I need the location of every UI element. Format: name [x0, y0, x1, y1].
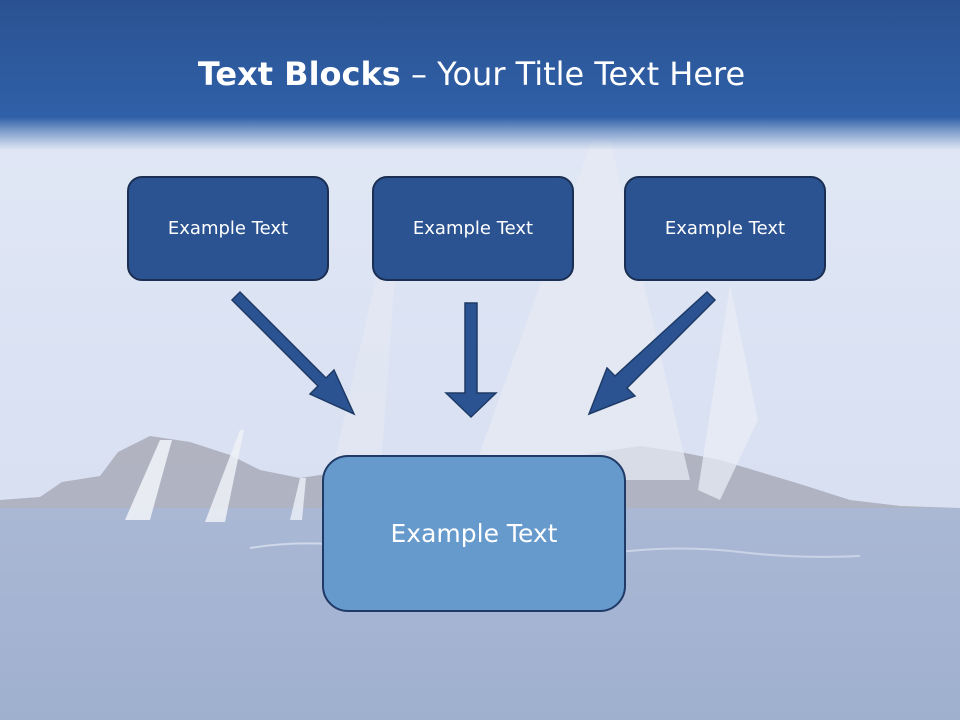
title-bar	[0, 0, 960, 150]
arrow-center-down	[444, 302, 498, 419]
slide-title: Text Blocks – Your Title Text Here	[0, 52, 943, 96]
text-block-target[interactable]: Example Text	[322, 455, 626, 612]
text-block-right-label: Example Text	[664, 218, 786, 239]
text-block-left[interactable]: Example Text	[127, 176, 329, 281]
text-block-center[interactable]: Example Text	[372, 176, 574, 281]
arrow-left-diagonal	[230, 290, 356, 416]
title-dash: –	[400, 55, 438, 93]
text-block-right[interactable]: Example Text	[624, 176, 826, 281]
title-bold-part: Text Blocks	[197, 55, 401, 93]
title-rest: Your Title Text Here	[437, 55, 746, 93]
text-block-center-label: Example Text	[412, 218, 534, 239]
text-block-target-label: Example Text	[390, 519, 558, 548]
arrow-right-diagonal	[587, 290, 717, 416]
text-block-left-label: Example Text	[167, 218, 289, 239]
